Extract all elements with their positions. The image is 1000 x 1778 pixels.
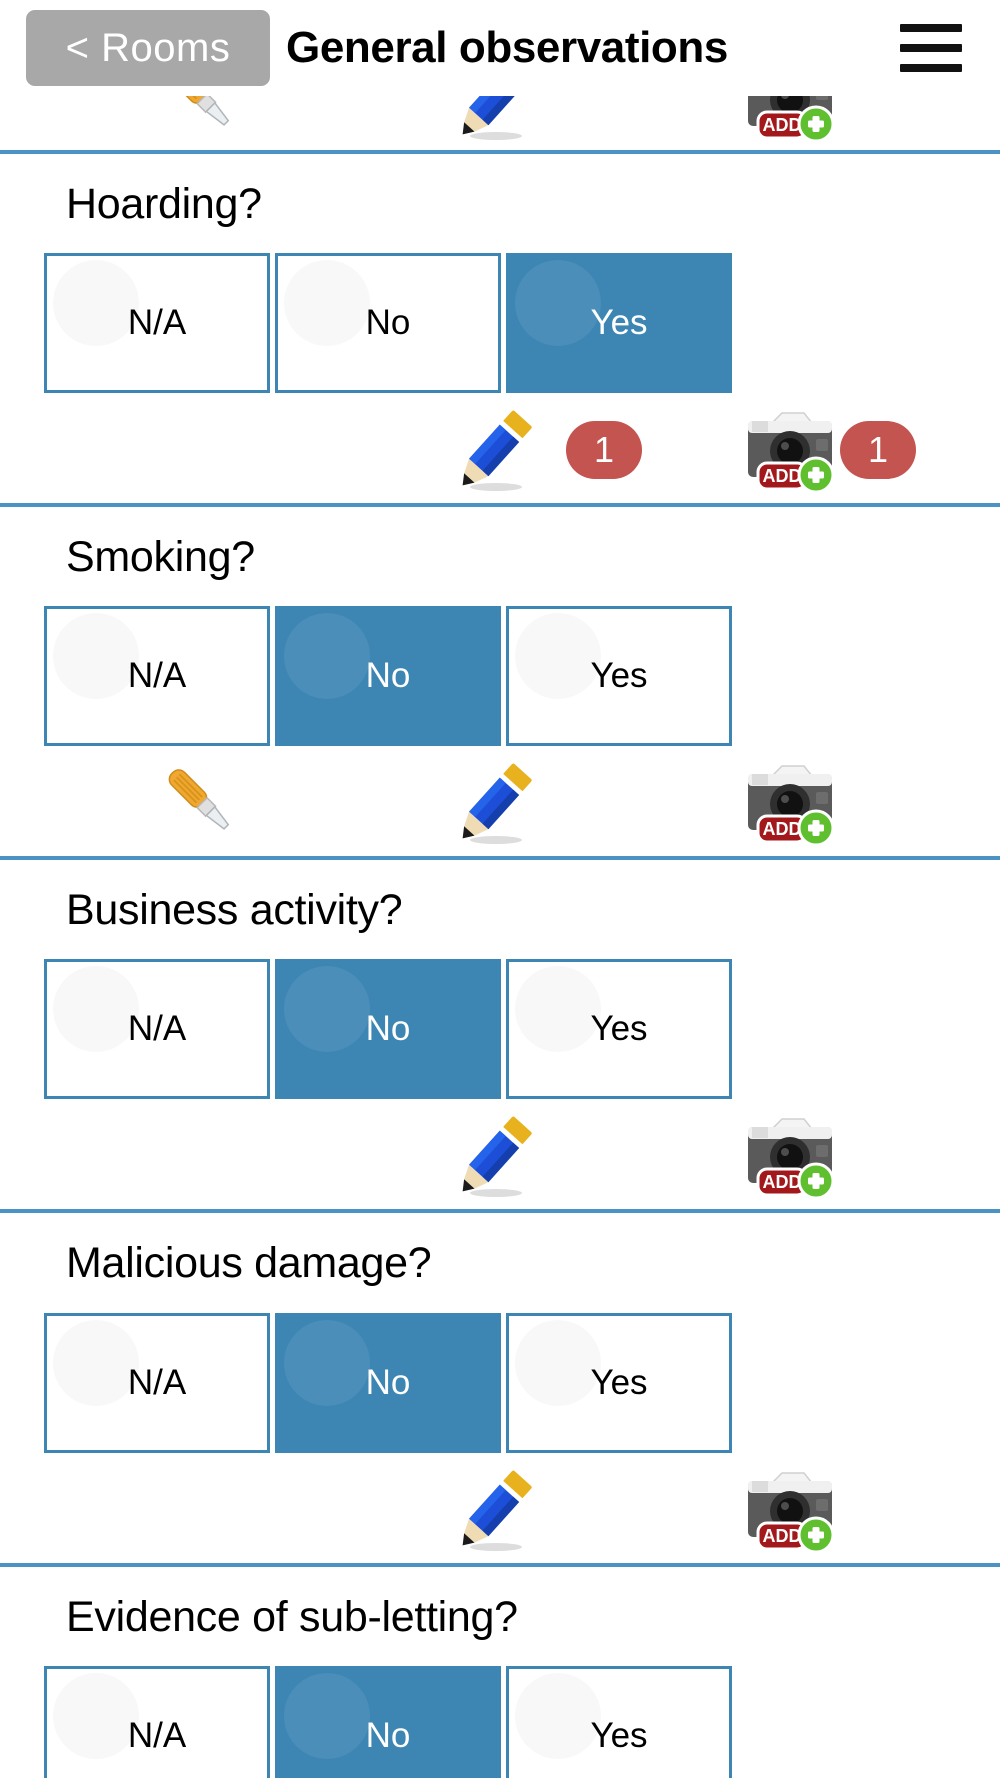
question-row: Evidence of sub-letting? N/A No Yes [0,1566,1000,1778]
answer-option-label: No [365,656,411,696]
hamburger-menu-icon[interactable] [900,24,962,72]
ripple-highlight [53,1320,139,1406]
svg-text:ADD: ADD [763,466,802,486]
answer-option-label: Yes [590,1362,648,1402]
answer-option-yes[interactable]: Yes [506,253,732,394]
answer-option-label: Yes [590,1715,648,1755]
pencil-icon[interactable] [446,1461,542,1557]
question-label: Smoking? [66,533,255,582]
pencil-icon[interactable] [446,1107,542,1203]
question-row: Smoking? N/A No Yes ADD [0,507,1000,861]
ripple-highlight [515,966,601,1052]
page-title: General observations [286,23,728,72]
answer-option-yes[interactable]: Yes [506,1312,732,1453]
answer-option-na[interactable]: N/A [44,253,270,394]
answer-option-label: No [365,1362,411,1402]
ripple-highlight [284,966,370,1053]
answer-option-label: Yes [590,656,648,696]
answer-option-no[interactable]: No [275,253,501,394]
ripple-highlight [284,1319,370,1406]
ripple-highlight [284,260,370,346]
hamburger-bar [900,64,962,72]
answer-option-no[interactable]: No [275,1665,501,1778]
answer-option-label: No [365,1009,411,1049]
screwdriver-icon[interactable] [152,96,248,146]
answer-option-label: N/A [127,656,187,696]
answer-options-group: N/A No Yes [0,933,1000,1100]
answer-option-label: N/A [127,1715,187,1755]
back-to-rooms-button[interactable]: < Rooms [26,10,270,86]
answer-option-yes[interactable]: Yes [506,959,732,1100]
answer-option-na[interactable]: N/A [44,606,270,747]
ripple-highlight [515,613,601,699]
question-label: Evidence of sub-letting? [66,1592,518,1641]
pencil-icon[interactable] [446,401,542,497]
question-actions: ADD [0,746,1000,856]
ripple-highlight [284,1672,370,1759]
question-row: Hoarding? N/A No Yes ADD 1 1 [0,154,1000,508]
answer-options-group: N/A No Yes [0,1640,1000,1778]
answer-option-label: No [365,303,411,343]
answer-option-label: N/A [127,303,187,343]
ripple-highlight [53,1673,139,1759]
svg-text:ADD: ADD [763,1526,802,1546]
answer-option-label: Yes [590,303,648,343]
answer-option-na[interactable]: N/A [44,959,270,1100]
camera-add-icon[interactable]: ADD [742,754,838,850]
ripple-highlight [515,1673,601,1759]
svg-text:ADD: ADD [763,1172,802,1192]
camera-add-icon[interactable]: ADD [742,1107,838,1203]
ripple-highlight [284,613,370,700]
screwdriver-icon[interactable] [152,754,248,850]
ripple-highlight [515,1320,601,1406]
answer-option-label: N/A [127,1009,187,1049]
answer-options-group: N/A No Yes [0,1287,1000,1453]
question-actions: ADD 1 1 [0,393,1000,503]
answer-option-no[interactable]: No [275,1312,501,1453]
question-label: Business activity? [66,886,403,935]
count-badge: 1 [566,421,642,480]
count-badge: 1 [840,421,916,480]
question-label: Hoarding? [66,180,262,228]
answer-option-yes[interactable]: Yes [506,606,732,747]
app-header: < Rooms General observations [0,0,1000,96]
answer-option-label: N/A [127,1362,187,1402]
question-actions: ADD [0,1453,1000,1563]
camera-add-icon[interactable]: ADD [742,401,838,497]
answer-option-na[interactable]: N/A [44,1312,270,1453]
answer-option-no[interactable]: No [275,959,501,1100]
answer-option-yes[interactable]: Yes [506,1665,732,1778]
question-actions: ADD [0,1099,1000,1209]
hamburger-bar [900,24,962,32]
ripple-highlight [53,966,139,1052]
previous-question-icon-strip: ADD [0,96,1000,154]
question-row: Business activity? N/A No Yes ADD [0,860,1000,1214]
answer-option-na[interactable]: N/A [44,1665,270,1778]
question-row: Malicious damage? N/A No Yes ADD [0,1213,1000,1567]
ripple-highlight [515,260,601,347]
ripple-highlight [53,260,139,346]
answer-option-no[interactable]: No [275,606,501,747]
pencil-icon[interactable] [446,754,542,850]
camera-add-icon[interactable]: ADD [742,96,838,146]
question-label: Malicious damage? [66,1239,432,1288]
pencil-icon[interactable] [446,96,542,146]
answer-option-label: Yes [590,1009,648,1049]
svg-text:ADD: ADD [763,115,802,135]
hamburger-bar [900,44,962,52]
answer-options-group: N/A No Yes [0,580,1000,747]
answer-option-label: No [365,1715,411,1755]
answer-options-group: N/A No Yes [0,227,1000,394]
ripple-highlight [53,613,139,699]
camera-add-icon[interactable]: ADD [742,1461,838,1557]
svg-text:ADD: ADD [763,819,802,839]
